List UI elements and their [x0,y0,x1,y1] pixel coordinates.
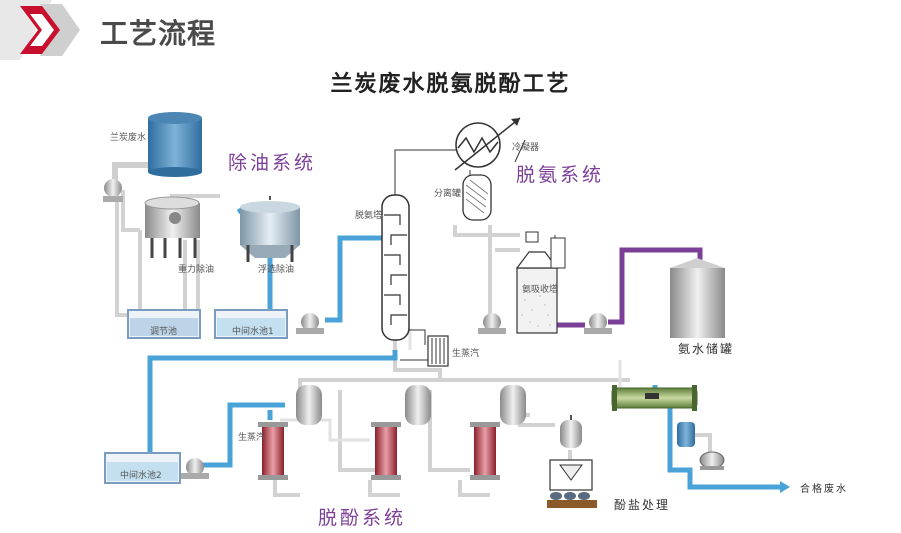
flotation-tank [240,196,300,262]
gravity-separator [144,196,200,258]
raw-wastewater-label: 兰炭废水 [110,133,147,143]
final-pump [699,451,725,470]
stripping-tower [381,194,410,341]
evaporator-3 [470,385,526,480]
intermediate-pool-1 [214,309,288,339]
raw-wastewater-tank [148,112,202,177]
steam-label-1: 生蒸汽 [452,349,480,359]
phenol-removal-label: 脱酚系统 [318,507,407,529]
pump-3 [478,313,506,334]
ammonia-storage-tank [670,258,725,338]
header-logo-icon [0,0,80,60]
slide-header: 工艺流程 [0,0,901,60]
phenol-salt-barrels [547,492,597,508]
sump-label: 调节池 [150,327,178,337]
final-tank [677,422,695,447]
intermediate-pool-2 [104,452,181,484]
air-flotation-label: 浮选除油 [258,265,295,275]
steam-label-2: 生蒸汽 [238,433,266,443]
steam-exchanger-1 [427,335,449,367]
crystallizer [549,415,593,491]
phenol-salt-label: 酚盐处理 [614,498,671,512]
intermediate-pool-2-label: 中间水池2 [120,471,162,481]
cooler [611,385,698,411]
qualified-water-label: 合格废水 [800,484,848,495]
absorption-tower-label: 氨吸收塔 [522,285,559,295]
gravity-oil-removal-label: 重力除油 [178,265,215,275]
evaporator-2 [371,385,431,480]
header-title: 工艺流程 [100,17,217,50]
condenser [454,117,521,171]
separator-label: 分离罐 [434,189,462,199]
absorption-tower [515,231,566,334]
separator [462,174,492,221]
evaporator-1 [258,385,322,480]
ammonia-tank-label: 氨水储罐 [678,342,735,356]
pump-4 [584,313,612,334]
intermediate-pool-1-label: 中间水池1 [232,327,274,337]
diagram-title: 兰炭废水脱氨脱酚工艺 [330,71,571,97]
pump-2 [181,458,209,479]
stripping-tower-label: 脱氨塔 [355,211,383,221]
sump-pool [127,309,201,339]
condenser-label: 冷凝器 [512,143,540,153]
pump-1 [296,313,324,334]
oil-removal-label: 除油系统 [228,152,317,174]
ammonia-removal-label: 脱氨系统 [516,164,605,186]
